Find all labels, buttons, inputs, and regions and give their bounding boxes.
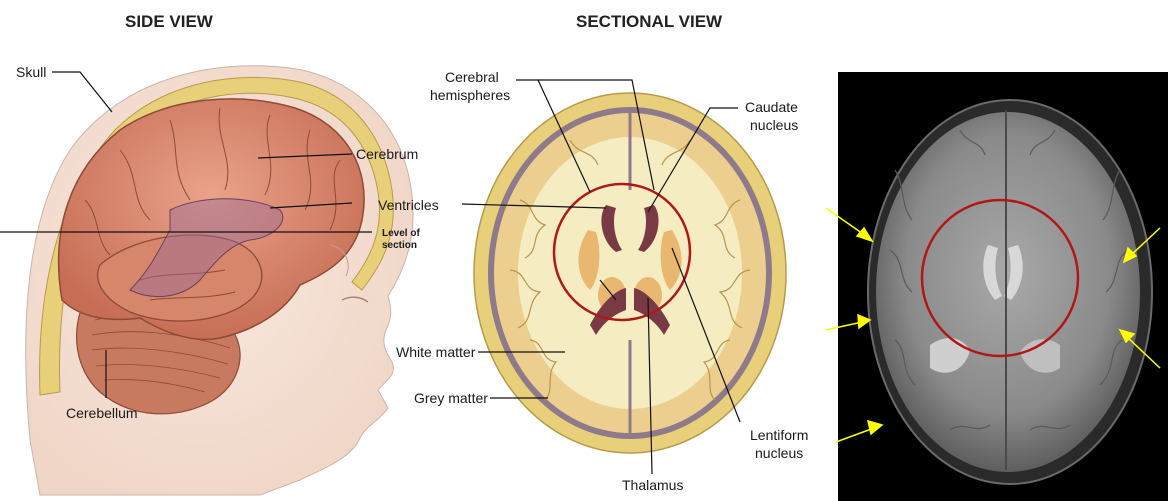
label-cerebellum: Cerebellum — [66, 405, 138, 421]
label-cerebral: Cerebral — [445, 69, 499, 85]
side-view-title: SIDE VIEW — [125, 12, 214, 31]
label-ventricles: Ventricles — [378, 197, 439, 213]
label-caudate: Caudate — [745, 99, 798, 115]
label-thalamus: Thalamus — [622, 477, 683, 493]
label-lentiform: Lentiform — [750, 427, 808, 443]
label-level-of: Level of — [382, 228, 420, 239]
label-skull: Skull — [16, 64, 46, 80]
mri-panel — [826, 72, 1168, 501]
label-caudate-nucleus: nucleus — [750, 117, 798, 133]
label-hemispheres: hemispheres — [430, 87, 510, 103]
sectional-view-panel: SECTIONAL VIEW — [396, 12, 808, 493]
sectional-view-title: SECTIONAL VIEW — [576, 12, 723, 31]
label-lentiform-nucleus: nucleus — [755, 445, 803, 461]
label-white-matter: White matter — [396, 344, 476, 360]
label-section: section — [382, 240, 417, 251]
label-grey-matter: Grey matter — [414, 390, 488, 406]
label-cerebrum: Cerebrum — [356, 146, 418, 162]
skull-leader — [52, 72, 112, 112]
side-view-panel: SIDE VIEW — [0, 12, 439, 495]
